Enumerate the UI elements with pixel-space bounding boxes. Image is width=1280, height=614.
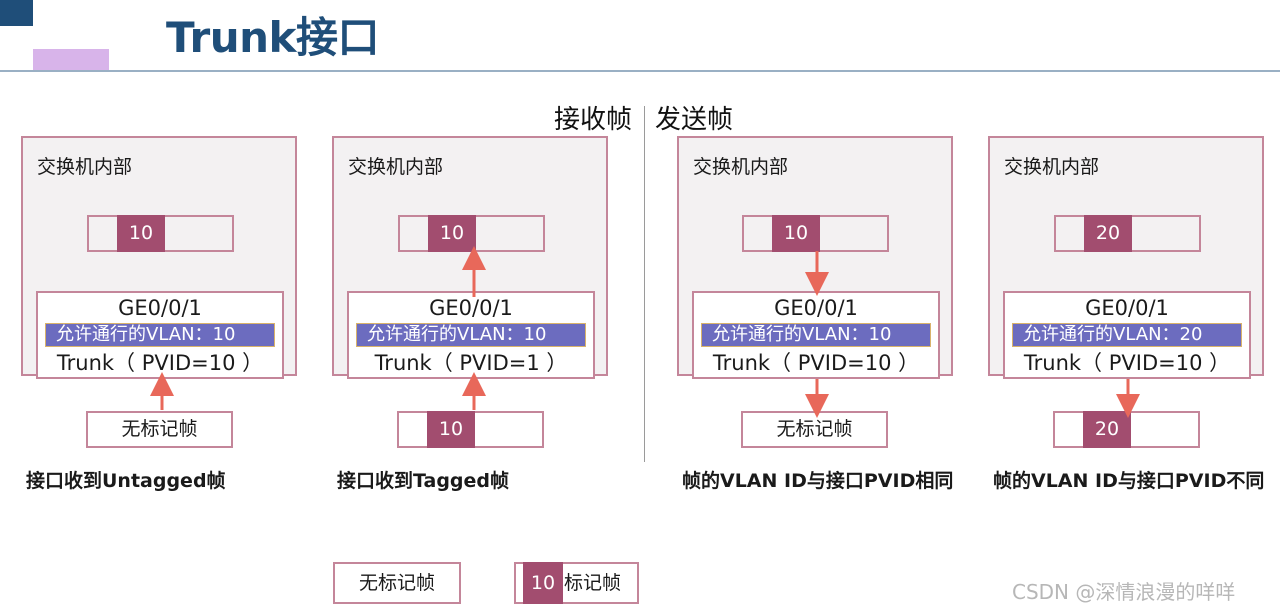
legend-tagged-label: 标记帧 [564, 572, 622, 594]
switch-panel-untagged-receive: 交换机内部 10 GE0/0/1 允许通行的VLAN：10 Trunk（ PVI… [21, 136, 297, 379]
scenario-caption: 接口收到Untagged帧 [26, 470, 226, 492]
scenario-caption: 接口收到Tagged帧 [337, 470, 510, 492]
switch-panel-send-same-pvid: 交换机内部 10 GE0/0/1 允许通行的VLAN：10 Trunk（ PVI… [677, 136, 953, 379]
switch-internal-label: 交换机内部 [348, 156, 444, 178]
allowed-vlan: 允许通行的VLAN：10 [356, 323, 586, 347]
switch-panel-send-diff-pvid: 交换机内部 20 GE0/0/1 允许通行的VLAN：20 Trunk（ PVI… [988, 136, 1264, 379]
interface-mode: Trunk（ PVID=10 ） [1023, 351, 1231, 375]
corner-accent-bar [33, 49, 109, 71]
legend-vlan-tag: 10 [523, 562, 563, 604]
interface-box: GE0/0/1 允许通行的VLAN：10 Trunk（ PVID=10 ） [36, 291, 284, 379]
interface-mode: Trunk（ PVID=1 ） [374, 351, 568, 375]
interface-name: GE0/0/1 [774, 296, 858, 320]
vlan-tag: 10 [428, 215, 476, 252]
internal-frame: 20 [1054, 215, 1201, 252]
switch-panel-tagged-receive: 交换机内部 10 GE0/0/1 允许通行的VLAN：10 Trunk（ PVI… [332, 136, 608, 379]
vlan-tag: 10 [427, 411, 475, 448]
receive-send-divider [644, 106, 645, 462]
interface-box: GE0/0/1 允许通行的VLAN：10 Trunk（ PVID=10 ） [692, 291, 940, 379]
send-section-label: 发送帧 [655, 105, 734, 135]
watermark: CSDN @深情浪漫的咩咩 [1012, 580, 1236, 604]
switch-internal-label: 交换机内部 [37, 156, 133, 178]
legend-untagged-frame: 无标记帧 [333, 562, 461, 604]
scenario-caption: 帧的VLAN ID与接口PVID不同 [993, 470, 1265, 492]
interface-box: GE0/0/1 允许通行的VLAN：20 Trunk（ PVID=10 ） [1003, 291, 1251, 379]
external-tagged-frame: 10 [397, 411, 544, 448]
interface-mode: Trunk（ PVID=10 ） [712, 351, 920, 375]
vlan-tag: 10 [772, 215, 820, 252]
vlan-tag: 10 [117, 215, 165, 252]
interface-name: GE0/0/1 [429, 296, 513, 320]
corner-accent-square [0, 0, 33, 26]
legend-tagged-frame: 10 标记帧 [514, 562, 639, 604]
slide-title: Trunk接口 [166, 13, 379, 62]
switch-internal-label: 交换机内部 [693, 156, 789, 178]
switch-internal-label: 交换机内部 [1004, 156, 1100, 178]
allowed-vlan: 允许通行的VLAN：10 [701, 323, 931, 347]
external-untagged-frame: 无标记帧 [86, 411, 233, 448]
interface-mode: Trunk（ PVID=10 ） [56, 351, 264, 375]
interface-name: GE0/0/1 [1085, 296, 1169, 320]
internal-frame: 10 [742, 215, 889, 252]
allowed-vlan: 允许通行的VLAN：10 [45, 323, 275, 347]
receive-section-label: 接收帧 [554, 105, 633, 135]
vlan-tag: 20 [1084, 215, 1132, 252]
internal-frame: 10 [398, 215, 545, 252]
interface-box: GE0/0/1 允许通行的VLAN：10 Trunk（ PVID=1 ） [347, 291, 595, 379]
external-untagged-frame: 无标记帧 [741, 411, 888, 448]
interface-name: GE0/0/1 [118, 296, 202, 320]
header-divider [0, 70, 1280, 72]
internal-frame: 10 [87, 215, 234, 252]
allowed-vlan: 允许通行的VLAN：20 [1012, 323, 1242, 347]
scenario-caption: 帧的VLAN ID与接口PVID相同 [682, 470, 954, 492]
